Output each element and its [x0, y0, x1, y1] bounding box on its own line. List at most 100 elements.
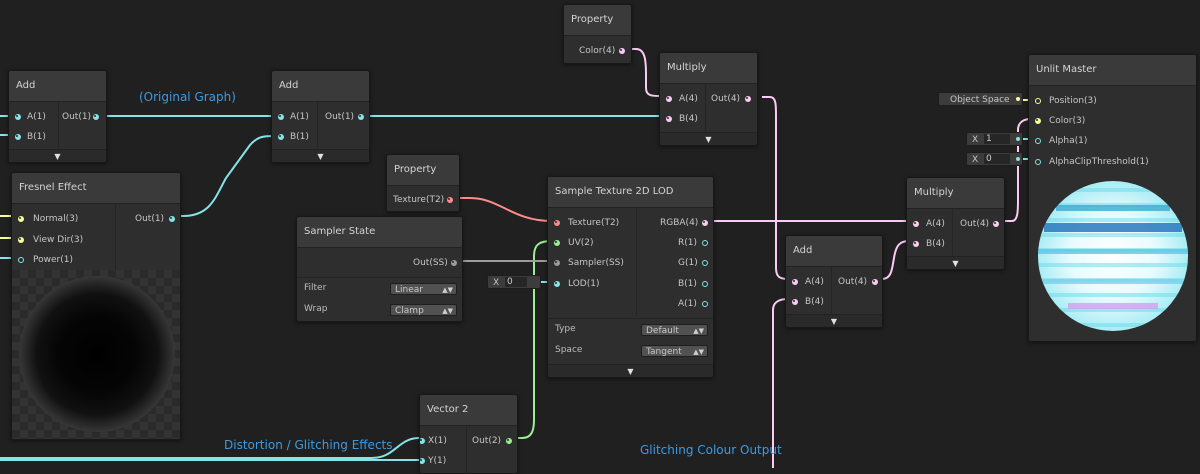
- add-node-3[interactable]: Add A(4) B(4) Out(4) ▼: [785, 235, 883, 328]
- input-power-port-icon[interactable]: [18, 257, 24, 263]
- vector2-node[interactable]: Vector 2 X(1) Y(1) Out(2): [419, 394, 518, 474]
- input-a-port-icon[interactable]: [666, 96, 672, 102]
- output-b-port-icon[interactable]: [702, 281, 708, 287]
- input-b-port-icon[interactable]: [278, 134, 284, 140]
- chevron-down-icon: ▼: [952, 259, 959, 268]
- clip-value[interactable]: 0: [984, 154, 1010, 164]
- input-normal-port-icon[interactable]: [18, 216, 24, 222]
- input-viewdir-port-icon[interactable]: [18, 237, 24, 243]
- output-port-icon[interactable]: [447, 197, 453, 203]
- chevron-down-icon: ▼: [830, 317, 838, 326]
- chevron-down-icon: ▼: [54, 152, 61, 161]
- property-color-node[interactable]: Property Color(4): [563, 4, 632, 64]
- output-port-icon[interactable]: [358, 114, 364, 120]
- preview-band: [1068, 303, 1158, 309]
- object-space-value: Object Space: [950, 95, 1010, 105]
- add-node-1[interactable]: Add A(1) B(1) Out(1) ▼: [8, 70, 107, 163]
- property-texture-node[interactable]: Property Texture(T2): [386, 154, 460, 212]
- lod-input-field[interactable]: X 0: [487, 275, 541, 289]
- input-a-port-icon[interactable]: [792, 279, 798, 285]
- fresnel-effect-node[interactable]: Fresnel Effect Normal(3) View Dir(3) Pow…: [11, 172, 181, 440]
- input-texture-port-icon[interactable]: [554, 220, 560, 226]
- output-port-icon[interactable]: [745, 96, 751, 102]
- port-separator: [831, 267, 832, 315]
- output-port-icon[interactable]: [93, 114, 99, 120]
- space-dropdown[interactable]: Tangent▲▼: [641, 345, 708, 357]
- original-graph-label: (Original Graph): [139, 90, 236, 104]
- node-title: Add: [9, 71, 106, 102]
- port-separator: [636, 208, 637, 316]
- input-lod-port-icon[interactable]: [554, 281, 560, 287]
- input-alpha-port-icon[interactable]: [1035, 138, 1041, 144]
- input-position-port-icon[interactable]: [1035, 98, 1041, 104]
- node-body: A(4) B(4) Out(4) ▼: [907, 209, 1004, 269]
- multiply-node-1[interactable]: Multiply A(4) B(4) Out(4) ▼: [659, 52, 758, 146]
- output-port-icon[interactable]: [619, 48, 625, 54]
- input-a-port-icon[interactable]: [278, 114, 284, 120]
- node-body: A(1) B(1) Out(1) ▼: [272, 102, 369, 162]
- divider: [297, 277, 462, 278]
- node-body: Color(4): [564, 36, 631, 63]
- output-g-port-icon[interactable]: [702, 260, 708, 266]
- clip-input-field[interactable]: X 0: [966, 152, 1023, 166]
- input-b-port-icon[interactable]: [913, 241, 919, 247]
- input-sampler-port-icon[interactable]: [554, 260, 560, 266]
- clip-x-label: X: [972, 155, 979, 165]
- type-dropdown[interactable]: Default▲▼: [641, 324, 708, 336]
- expand-toggle[interactable]: ▼: [548, 364, 713, 377]
- input-uv-port-icon[interactable]: [554, 240, 560, 246]
- output-a-port-icon[interactable]: [702, 301, 708, 307]
- output-label: Out(SS): [413, 258, 448, 268]
- wrap-label: Wrap: [304, 304, 328, 314]
- output-label: Out(2): [472, 436, 502, 446]
- output-port-icon[interactable]: [993, 221, 999, 227]
- chevron-down-icon: ▼: [627, 367, 634, 376]
- input-b-port-icon[interactable]: [666, 116, 672, 122]
- alpha-value[interactable]: 1: [984, 134, 1010, 144]
- input-a-port-icon[interactable]: [15, 114, 21, 120]
- input-y-port-icon[interactable]: [420, 458, 425, 464]
- expand-toggle[interactable]: ▼: [272, 149, 369, 162]
- output-port-icon[interactable]: [506, 438, 512, 444]
- dropdown-arrows-icon: ▲▼: [693, 327, 704, 335]
- node-body: Out(SS) Filter Linear▲▼ Wrap Clamp▲▼: [297, 248, 462, 321]
- node-title: Vector 2: [420, 395, 517, 426]
- output-port-icon[interactable]: [451, 260, 457, 266]
- input-position-label: Position(3): [1049, 96, 1097, 106]
- input-clip-port-icon[interactable]: [1035, 159, 1041, 165]
- output-port-icon[interactable]: [872, 279, 878, 285]
- multiply-node-2[interactable]: Multiply A(4) B(4) Out(4) ▼: [906, 177, 1005, 270]
- alpha-x-label: X: [972, 135, 979, 145]
- input-b-port-icon[interactable]: [15, 134, 21, 140]
- expand-toggle[interactable]: ▼: [9, 149, 106, 162]
- dropdown-arrows-icon: ▲▼: [693, 348, 704, 356]
- object-space-field[interactable]: Object Space: [938, 92, 1023, 106]
- input-x-label: X(1): [428, 436, 447, 446]
- dropdown-arrows-icon: ▲▼: [442, 307, 453, 315]
- input-x-port-icon[interactable]: [420, 438, 425, 444]
- expand-toggle[interactable]: ▼: [907, 256, 1004, 269]
- filter-label: Filter: [304, 283, 327, 293]
- lod-value[interactable]: 0: [505, 277, 527, 287]
- output-rgba-port-icon[interactable]: [702, 220, 708, 226]
- node-body: A(4) B(4) Out(4) ▼: [786, 267, 882, 327]
- output-label: Out(4): [838, 277, 868, 287]
- unlit-master-node[interactable]: Unlit Master Position(3) Color(3) Alpha(…: [1028, 54, 1197, 342]
- output-port-icon[interactable]: [169, 216, 175, 222]
- add-node-2[interactable]: Add A(1) B(1) Out(1) ▼: [271, 70, 370, 163]
- input-b-port-icon[interactable]: [792, 299, 798, 305]
- wire-fresnel-to-add2: [174, 135, 276, 217]
- wrap-dropdown[interactable]: Clamp▲▼: [390, 304, 457, 316]
- input-a-port-icon[interactable]: [913, 221, 919, 227]
- expand-toggle[interactable]: ▼: [660, 132, 757, 145]
- node-body: Texture(T2) UV(2) Sampler(SS) LOD(1) RGB…: [548, 208, 713, 377]
- sample-texture-2d-lod-node[interactable]: Sample Texture 2D LOD Texture(T2) UV(2) …: [547, 176, 714, 378]
- output-r-port-icon[interactable]: [702, 240, 708, 246]
- expand-toggle[interactable]: ▼: [786, 314, 882, 327]
- alpha-input-field[interactable]: X 1: [966, 132, 1023, 146]
- divider: [548, 318, 713, 319]
- sampler-state-node[interactable]: Sampler State Out(SS) Filter Linear▲▼ Wr…: [296, 216, 463, 322]
- filter-dropdown[interactable]: Linear▲▼: [390, 283, 457, 295]
- preview-band: [1044, 223, 1182, 232]
- input-color-port-icon[interactable]: [1035, 118, 1041, 124]
